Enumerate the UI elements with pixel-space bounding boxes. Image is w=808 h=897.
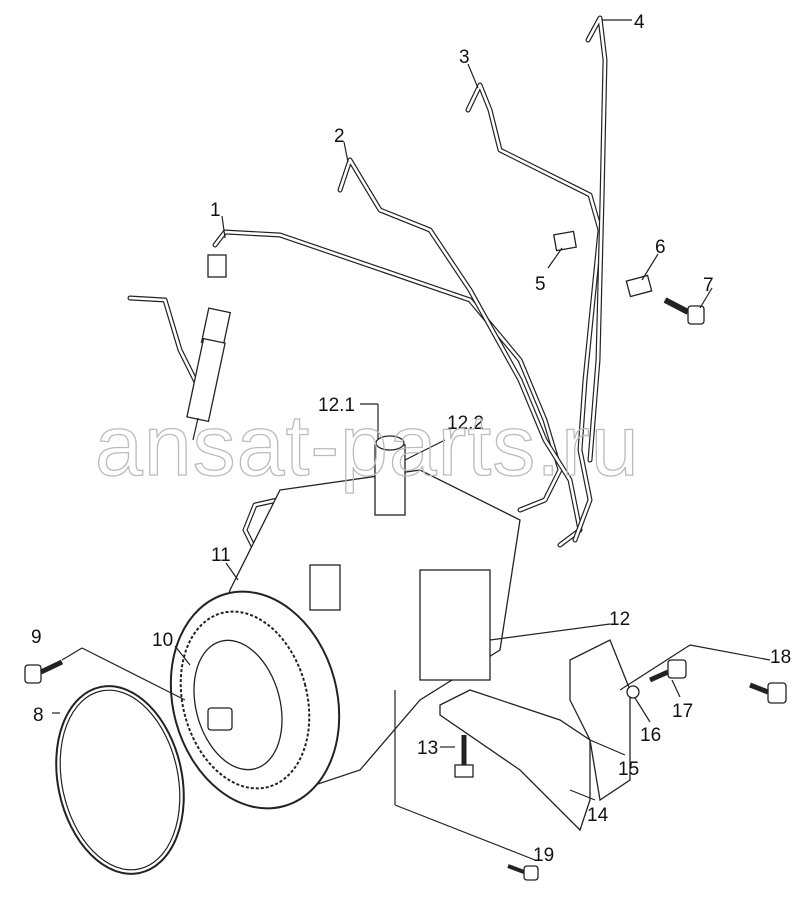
callout-18: 18 <box>770 647 791 668</box>
callout-8: 8 <box>33 705 44 726</box>
o-ring-inner <box>59 689 181 871</box>
callout-16: 16 <box>640 725 661 746</box>
pipe-clip <box>553 230 577 252</box>
pump-body <box>169 435 521 810</box>
o-ring <box>55 685 185 875</box>
callout-10: 10 <box>152 630 173 651</box>
callout-12-2: 12.2 <box>447 413 484 434</box>
callout-12-1: 12.1 <box>318 395 355 416</box>
injector <box>186 254 232 441</box>
bracket <box>439 639 631 832</box>
callout-4: 4 <box>634 12 645 33</box>
watermark: ansat-parts.ru <box>95 398 640 494</box>
callout-5: 5 <box>535 274 546 295</box>
callout-17: 17 <box>672 701 693 722</box>
callout-2: 2 <box>334 126 345 147</box>
callout-3: 3 <box>459 47 470 68</box>
callout-6: 6 <box>655 237 666 258</box>
fuel-pipes <box>127 15 608 588</box>
leader-lines <box>52 19 771 861</box>
bolts <box>24 659 787 881</box>
clamp-plate <box>625 274 653 298</box>
callout-19: 19 <box>533 845 554 866</box>
callout-7: 7 <box>703 275 714 296</box>
bolt-7 <box>663 297 705 325</box>
callout-labels: 1 2 3 4 5 6 7 8 9 10 11 12 12.1 12.2 13 … <box>31 12 791 866</box>
callout-11: 11 <box>211 545 231 566</box>
callout-14: 14 <box>587 805 609 826</box>
callout-13: 13 <box>417 738 438 759</box>
callout-12: 12 <box>609 609 630 630</box>
callout-1: 1 <box>210 200 221 221</box>
callout-15: 15 <box>618 759 639 780</box>
callout-9: 9 <box>31 627 42 648</box>
